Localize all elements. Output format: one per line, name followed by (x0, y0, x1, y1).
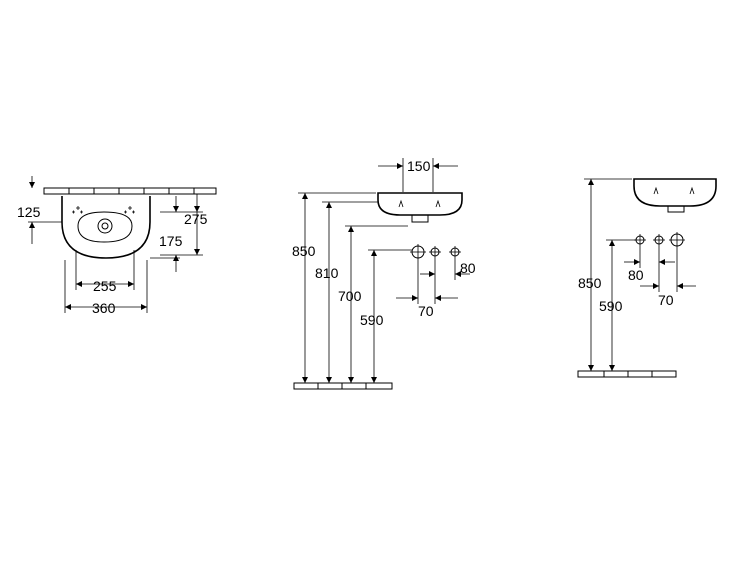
supply-connections-front (410, 244, 461, 260)
dim-supply-offset-side: 80 (624, 246, 675, 283)
label-275: 275 (184, 211, 208, 227)
dim-outlet-width: 150 (378, 158, 458, 192)
dim-height-outlet: 700 (338, 225, 408, 383)
dim-supply-spacing-front: 70 (396, 260, 458, 319)
dim-height-basin: 810 (315, 201, 378, 383)
dim-depth-total: 275 (160, 194, 208, 256)
tap-hole-left-icon (72, 206, 83, 214)
label-810: 810 (315, 265, 339, 281)
label-850-side: 850 (578, 275, 602, 291)
top-basin-bowl (77, 211, 133, 243)
dim-tap-spacing: 255 (75, 250, 135, 294)
side-basin-outline (633, 178, 717, 207)
side-outlet (667, 206, 685, 213)
side-view: 850 590 (577, 178, 717, 378)
label-360: 360 (92, 300, 116, 316)
front-view: 150 850 810 700 (292, 158, 476, 390)
label-700: 700 (338, 288, 362, 304)
label-125: 125 (17, 204, 41, 220)
supply-connections-side (634, 232, 685, 248)
label-590-side: 590 (599, 298, 623, 314)
dim-supply-spacing-side: 70 (640, 248, 696, 308)
label-850-front: 850 (292, 243, 316, 259)
label-70-side: 70 (658, 292, 674, 308)
front-outlet (411, 215, 429, 223)
tap-hole-right-icon (124, 206, 135, 214)
front-basin-outline (377, 192, 463, 216)
side-floor (577, 370, 677, 378)
dim-height-rim-front: 850 (292, 192, 376, 383)
drain-icon (97, 218, 113, 234)
label-590-front: 590 (360, 312, 384, 328)
dim-height-rim-side: 850 (578, 178, 632, 371)
label-150: 150 (407, 158, 431, 174)
label-255: 255 (93, 278, 117, 294)
dim-depth-outlet: 175 (150, 196, 183, 272)
label-80-side: 80 (628, 267, 644, 283)
top-basin-outline (61, 196, 151, 259)
label-175: 175 (159, 233, 183, 249)
dim-height-supply-side: 590 (599, 239, 636, 371)
dim-depth-front: 125 (17, 176, 62, 244)
dim-height-supply: 590 (360, 249, 412, 383)
dim-supply-offset-front: 80 (420, 258, 476, 280)
top-view: 125 275 175 255 (17, 176, 217, 316)
front-floor (293, 382, 393, 390)
top-wall-strip (43, 187, 217, 195)
label-70-front: 70 (418, 303, 434, 319)
label-80-front: 80 (460, 260, 476, 276)
dim-width: 360 (64, 260, 148, 316)
